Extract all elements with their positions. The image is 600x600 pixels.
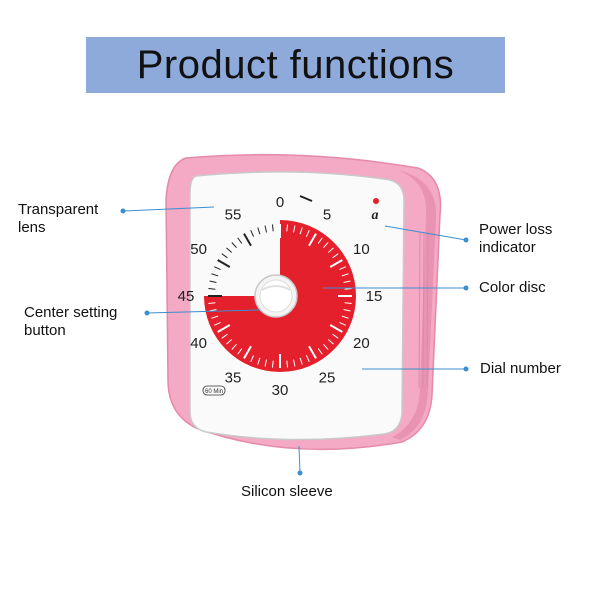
minute-tick	[208, 302, 216, 305]
callout-color-disc: Color disc	[479, 279, 546, 297]
minute-tick	[271, 360, 274, 368]
title-banner: Product functions	[86, 37, 505, 93]
minute-tick	[305, 230, 310, 237]
minute-tick	[209, 280, 217, 283]
minute-tick	[286, 360, 289, 368]
center-knob-icon[interactable]	[254, 274, 298, 318]
minute-tick	[308, 345, 317, 359]
callout-line: lens	[18, 219, 46, 236]
callout-line: Transparent	[18, 201, 99, 218]
minute-tick	[344, 302, 352, 305]
minute-tick	[327, 339, 334, 345]
minute-tick	[343, 309, 351, 312]
dial-number-45: 45	[178, 288, 195, 305]
callout-line: Color disc	[479, 279, 546, 296]
minute-tick	[308, 233, 317, 247]
sleeve-ridges	[418, 231, 429, 389]
duration-badge-label: 60 Min	[205, 389, 223, 395]
minute-tick	[257, 357, 261, 365]
minute-tick	[243, 345, 252, 359]
minute-tick	[257, 227, 261, 235]
minute-tick	[339, 266, 346, 271]
dial-number-5: 5	[323, 207, 331, 224]
minute-tick	[221, 333, 228, 339]
callout-line: Power loss	[479, 221, 553, 238]
minute-tick	[341, 273, 349, 277]
minute-tick	[317, 237, 323, 244]
minute-tick	[217, 259, 231, 268]
callout-power-loss: Power loss indicator	[479, 221, 552, 257]
callout-line: indicator	[479, 239, 536, 256]
minute-tick	[299, 227, 303, 235]
minute-tick	[343, 280, 351, 283]
minute-tick	[299, 357, 303, 365]
minute-tick	[271, 224, 274, 232]
callout-line: Dial number	[480, 360, 561, 377]
minute-tick	[243, 233, 252, 247]
dial-number-55: 55	[225, 207, 242, 224]
minute-tick	[327, 247, 334, 253]
indicator-mark: a	[372, 208, 379, 223]
zero-pointer	[299, 195, 313, 202]
minute-tick	[305, 355, 310, 362]
duration-badge	[202, 385, 226, 396]
minute-tick	[264, 359, 267, 367]
callout-center-button: Center setting button	[24, 304, 117, 340]
dial-number-20: 20	[353, 335, 370, 352]
minute-tick	[329, 259, 343, 268]
minute-tick	[264, 225, 267, 233]
power-indicator-light	[373, 198, 379, 204]
minute-tick	[293, 359, 296, 367]
minute-tick	[317, 348, 323, 355]
minute-tick	[209, 309, 217, 312]
dial-number-40: 40	[190, 335, 207, 352]
minute-tick	[214, 266, 221, 271]
minute-tick	[250, 355, 255, 362]
minute-tick	[208, 287, 216, 290]
minute-tick	[323, 343, 329, 350]
minute-tick	[329, 324, 343, 333]
minute-tick	[344, 287, 352, 290]
dial-number-30: 30	[272, 382, 289, 399]
minute-tick	[221, 253, 228, 259]
callout-line: Silicon sleeve	[241, 483, 333, 500]
minute-tick	[231, 343, 237, 350]
minute-ticks	[208, 224, 352, 368]
minute-tick	[211, 273, 219, 277]
minute-tick	[323, 242, 329, 249]
dial-number-35: 35	[225, 369, 242, 386]
minute-tick	[237, 237, 243, 244]
minute-tick	[226, 339, 233, 345]
minute-tick	[286, 224, 289, 232]
minute-tick	[231, 242, 237, 249]
minute-tick	[332, 253, 339, 259]
minute-tick	[341, 315, 349, 319]
callout-dial-number: Dial number	[480, 360, 561, 378]
callout-silicon-sleeve: Silicon sleeve	[241, 483, 333, 501]
minute-tick	[250, 230, 255, 237]
minute-tick	[214, 321, 221, 326]
page-title: Product functions	[136, 42, 455, 87]
minute-tick	[293, 225, 296, 233]
dial-number-15: 15	[366, 288, 383, 305]
minute-tick	[332, 333, 339, 339]
minute-tick	[226, 247, 233, 253]
dial-number-25: 25	[319, 369, 336, 386]
sleeve-side-shade	[392, 170, 437, 440]
callout-transparent-lens: Transparent lens	[18, 201, 98, 237]
minute-tick	[211, 315, 219, 319]
dial-number-0: 0	[276, 194, 284, 211]
minute-tick	[339, 321, 346, 326]
callout-line: button	[24, 322, 66, 339]
callout-line: Center setting	[24, 304, 118, 321]
dial-number-50: 50	[190, 241, 207, 258]
minute-tick	[217, 324, 231, 333]
dial-number-10: 10	[353, 241, 370, 258]
leader-lines	[120, 206, 469, 476]
minute-tick	[237, 348, 243, 355]
